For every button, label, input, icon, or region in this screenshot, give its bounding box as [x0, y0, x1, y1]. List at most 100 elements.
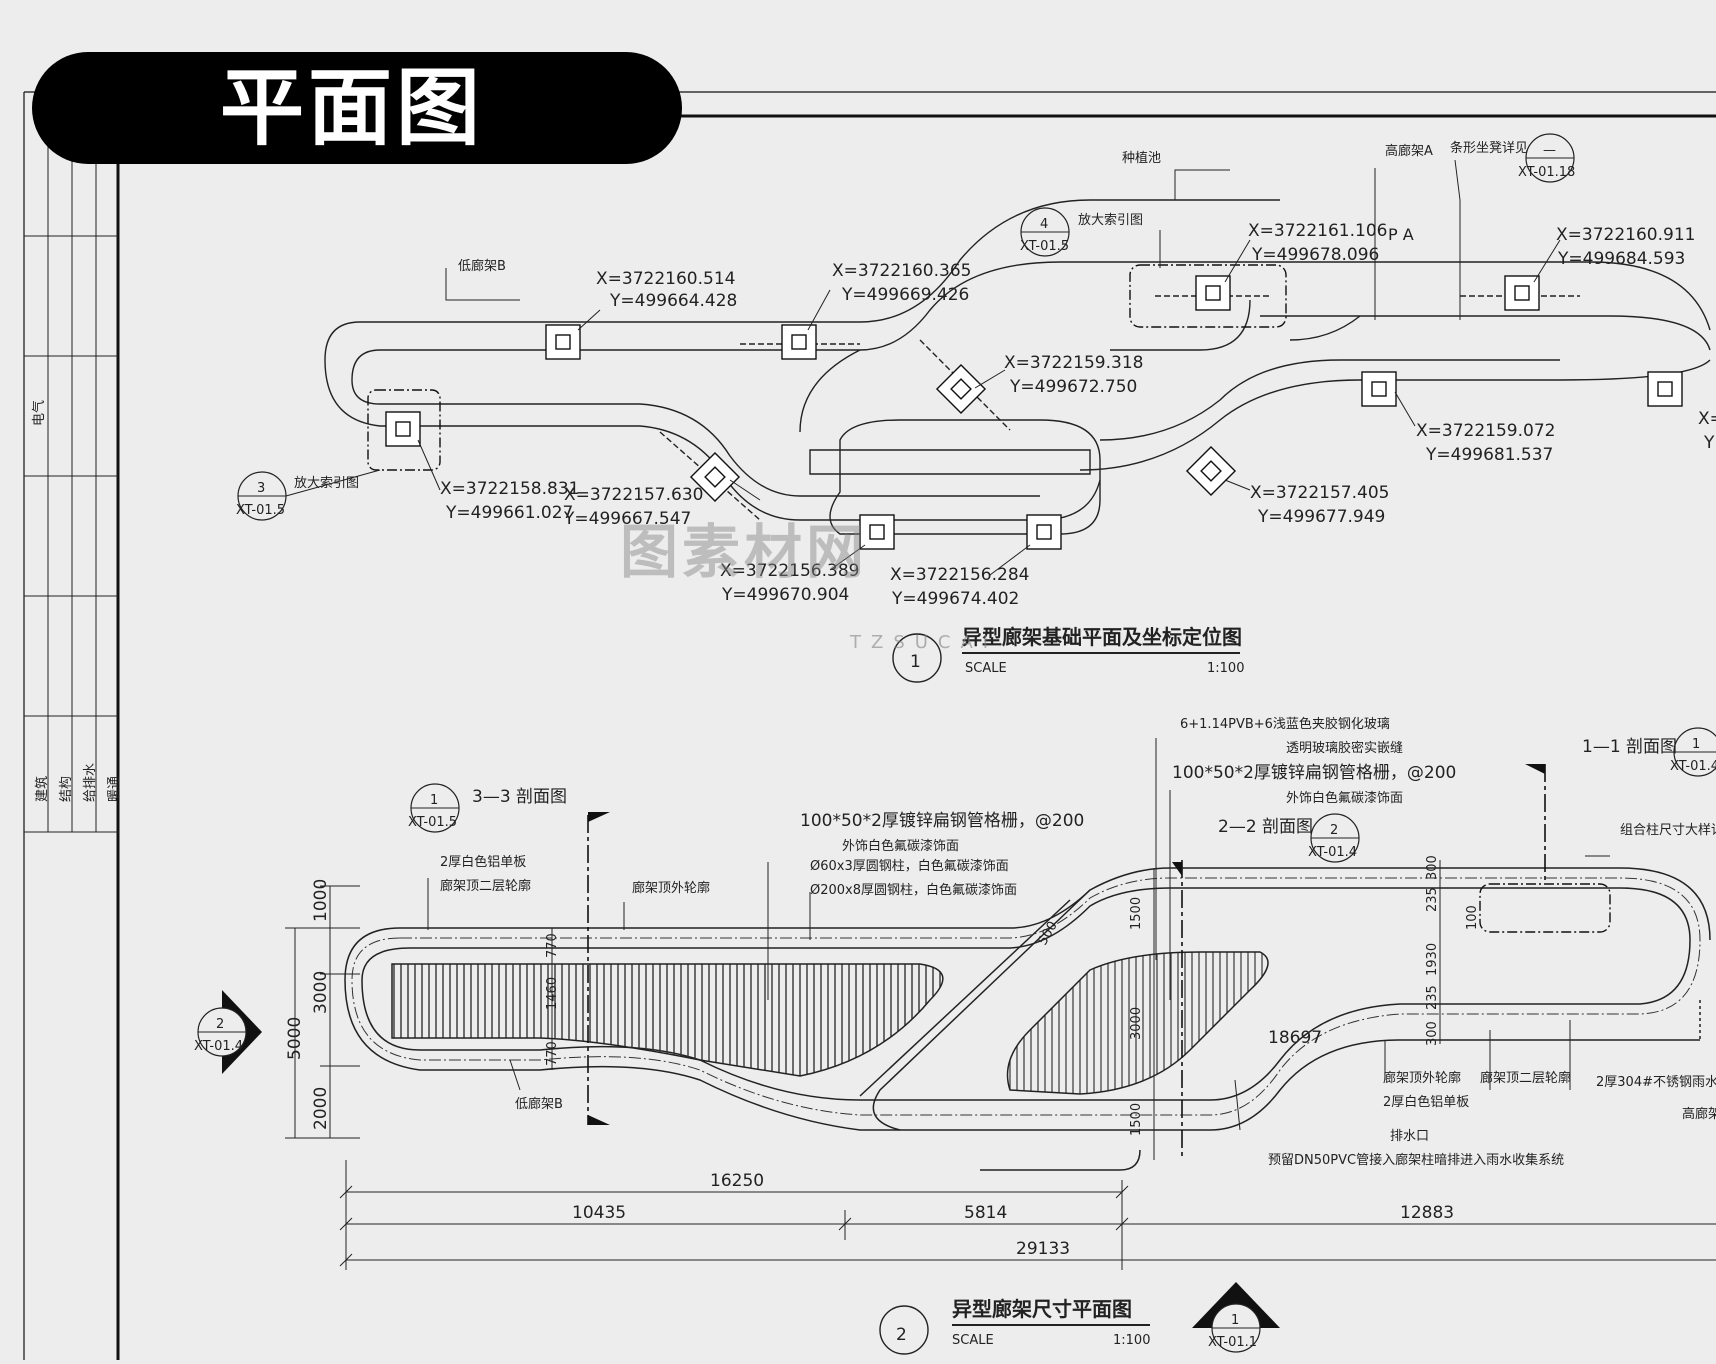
svg-text:300: 300	[1425, 855, 1440, 880]
note-pvc: 预留DN50PVC管接入廊架柱暗排进入雨水收集系统	[1268, 1152, 1564, 1168]
plan1-title: 异型廊架基础平面及坐标定位图	[962, 625, 1242, 649]
plan2-combo-column-box	[1479, 883, 1611, 933]
note-second-roof: 廊架顶二层轮廓	[440, 878, 531, 894]
titleblock-label-arch: 建筑	[34, 776, 50, 802]
svg-text:3000: 3000	[1129, 1007, 1144, 1040]
plan2-hatch-left	[391, 963, 944, 1077]
label-pa: P A	[1388, 225, 1414, 244]
plan2-centerline	[351, 877, 1701, 1116]
plan1-leaders	[417, 159, 1561, 576]
svg-text:5814: 5814	[964, 1203, 1007, 1223]
svg-text:18697: 18697	[1268, 1028, 1322, 1048]
svg-text:235: 235	[1425, 985, 1440, 1010]
plan2-geometry	[344, 867, 1711, 1171]
plan1-labels: 种植池 高廊架A 条形坐凳详见 P A 低廊架B 放大索引图 放大索引图	[294, 140, 1528, 491]
svg-text:X=3722157.405: X=3722157.405	[1250, 483, 1389, 503]
section-2-2-label: 2—2 剖面图	[1218, 817, 1313, 837]
svg-text:X=3722160.514: X=3722160.514	[596, 269, 735, 289]
svg-text:5000: 5000	[285, 1017, 305, 1060]
plan1-number: 1	[910, 652, 921, 672]
svg-text:1000: 1000	[311, 879, 331, 922]
svg-text:Y=499678.096: Y=499678.096	[1251, 245, 1379, 265]
ref-num: —	[1543, 143, 1556, 158]
plan2-note-leaders	[427, 738, 1610, 1131]
svg-text:Y=499672.750: Y=499672.750	[1009, 377, 1137, 397]
watermark-brand: 图素材网	[620, 518, 869, 586]
svg-text:2000: 2000	[311, 1087, 331, 1130]
svg-text:1930: 1930	[1425, 943, 1440, 976]
svg-text:Y=499669.426: Y=499669.426	[841, 285, 969, 305]
foundation	[689, 451, 741, 503]
note-stainless: 2厚304#不锈钢雨水	[1596, 1075, 1716, 1090]
coord-edge: X=Y	[1698, 409, 1716, 453]
ref-sheet: XT-01.18	[1518, 165, 1575, 180]
svg-text:XT-01.4: XT-01.4	[1670, 759, 1716, 774]
watermark-sub: TZSUCAI	[850, 632, 999, 653]
note-paint-right: 外饰白色氟碳漆饰面	[1286, 790, 1403, 806]
svg-text:X=3722156.389: X=3722156.389	[720, 561, 859, 581]
titleblock-label-struct: 结构	[59, 776, 74, 802]
label-enlarge-index-3: 放大索引图	[294, 476, 359, 491]
svg-text:1500: 1500	[1129, 1103, 1144, 1136]
plan1-scale: 1:100	[1207, 661, 1244, 676]
header-title-pill	[32, 52, 682, 164]
section-3-3-label: 3—3 剖面图	[472, 787, 567, 807]
title-block	[24, 116, 118, 833]
plan2-scale: 1:100	[1113, 1333, 1150, 1348]
svg-text:Y=499661.027: Y=499661.027	[445, 503, 573, 523]
foundation	[781, 324, 817, 360]
svg-text:XT-01.4: XT-01.4	[1308, 845, 1357, 860]
plan2-section-flags	[588, 764, 1545, 1125]
svg-text:Y=499670.904: Y=499670.904	[721, 585, 849, 605]
svg-text:XT-01.4: XT-01.4	[194, 1039, 243, 1054]
note-alu-board: 2厚白色铝单板	[440, 854, 526, 870]
ref-num: 3	[257, 481, 265, 496]
svg-text:X=3722159.072: X=3722159.072	[1416, 421, 1555, 441]
svg-text:Y=499684.593: Y=499684.593	[1557, 249, 1685, 269]
foundation	[859, 514, 895, 550]
titleblock-label-plumb: 给排水	[83, 763, 98, 802]
svg-text:X=3722159.318: X=3722159.318	[1004, 353, 1143, 373]
svg-text:1500: 1500	[1129, 897, 1144, 930]
plan2-ref-s11: 1 XT-01.4 1—1 剖面图	[1582, 727, 1716, 777]
svg-text:12883: 12883	[1400, 1203, 1454, 1223]
svg-text:770: 770	[545, 1041, 560, 1066]
foundation	[1504, 275, 1540, 311]
note-drain: 排水口	[1390, 1129, 1429, 1144]
plan2-scale-label: SCALE	[952, 1333, 994, 1348]
svg-text:16250: 16250	[710, 1171, 764, 1191]
svg-text:Y=499677.949: Y=499677.949	[1257, 507, 1385, 527]
sheet-border	[23, 91, 1716, 1360]
plan1-ref-3: 3 XT-01.5	[236, 469, 381, 521]
note-combo-col: 组合柱尺寸大样详	[1620, 823, 1716, 838]
ref-num: 4	[1040, 217, 1048, 232]
page-title: 平面图	[220, 59, 485, 157]
ref-sheet: XT-01.5	[236, 503, 285, 518]
plan2-ref-bottom: 1 XT-01.1	[1192, 1282, 1280, 1353]
svg-text:X=3722158.831: X=3722158.831	[440, 479, 579, 499]
note-steel-grid-right: 100*50*2厚镀锌扁钢管格栅，@200	[1172, 763, 1456, 783]
note-alu-board-r: 2厚白色铝单板	[1383, 1094, 1469, 1110]
svg-text:Y=499667.547: Y=499667.547	[563, 509, 691, 529]
titleblock-electrical: 电气	[31, 400, 47, 426]
plan1-highlight-boxes	[367, 264, 1287, 471]
plan2-ref-s22: 2 XT-01.4 2—2 剖面图	[1218, 813, 1360, 863]
plan1-title-block: 1 异型廊架基础平面及坐标定位图 SCALE 1:100	[892, 625, 1244, 683]
svg-text:300: 300	[1425, 1021, 1440, 1046]
svg-text:770: 770	[545, 933, 560, 958]
plan1-foundations	[385, 275, 1683, 550]
label-strip-seat: 条形坐凳详见	[1450, 140, 1528, 156]
svg-text:X=3722156.284: X=3722156.284	[890, 565, 1029, 585]
plan2-notes: 6+1.14PVB+6浅蓝色夹胶钢化玻璃 透明玻璃胶密实嵌缝 100*50*2厚…	[440, 716, 1716, 1168]
plan1-scale-label: SCALE	[965, 661, 1007, 676]
